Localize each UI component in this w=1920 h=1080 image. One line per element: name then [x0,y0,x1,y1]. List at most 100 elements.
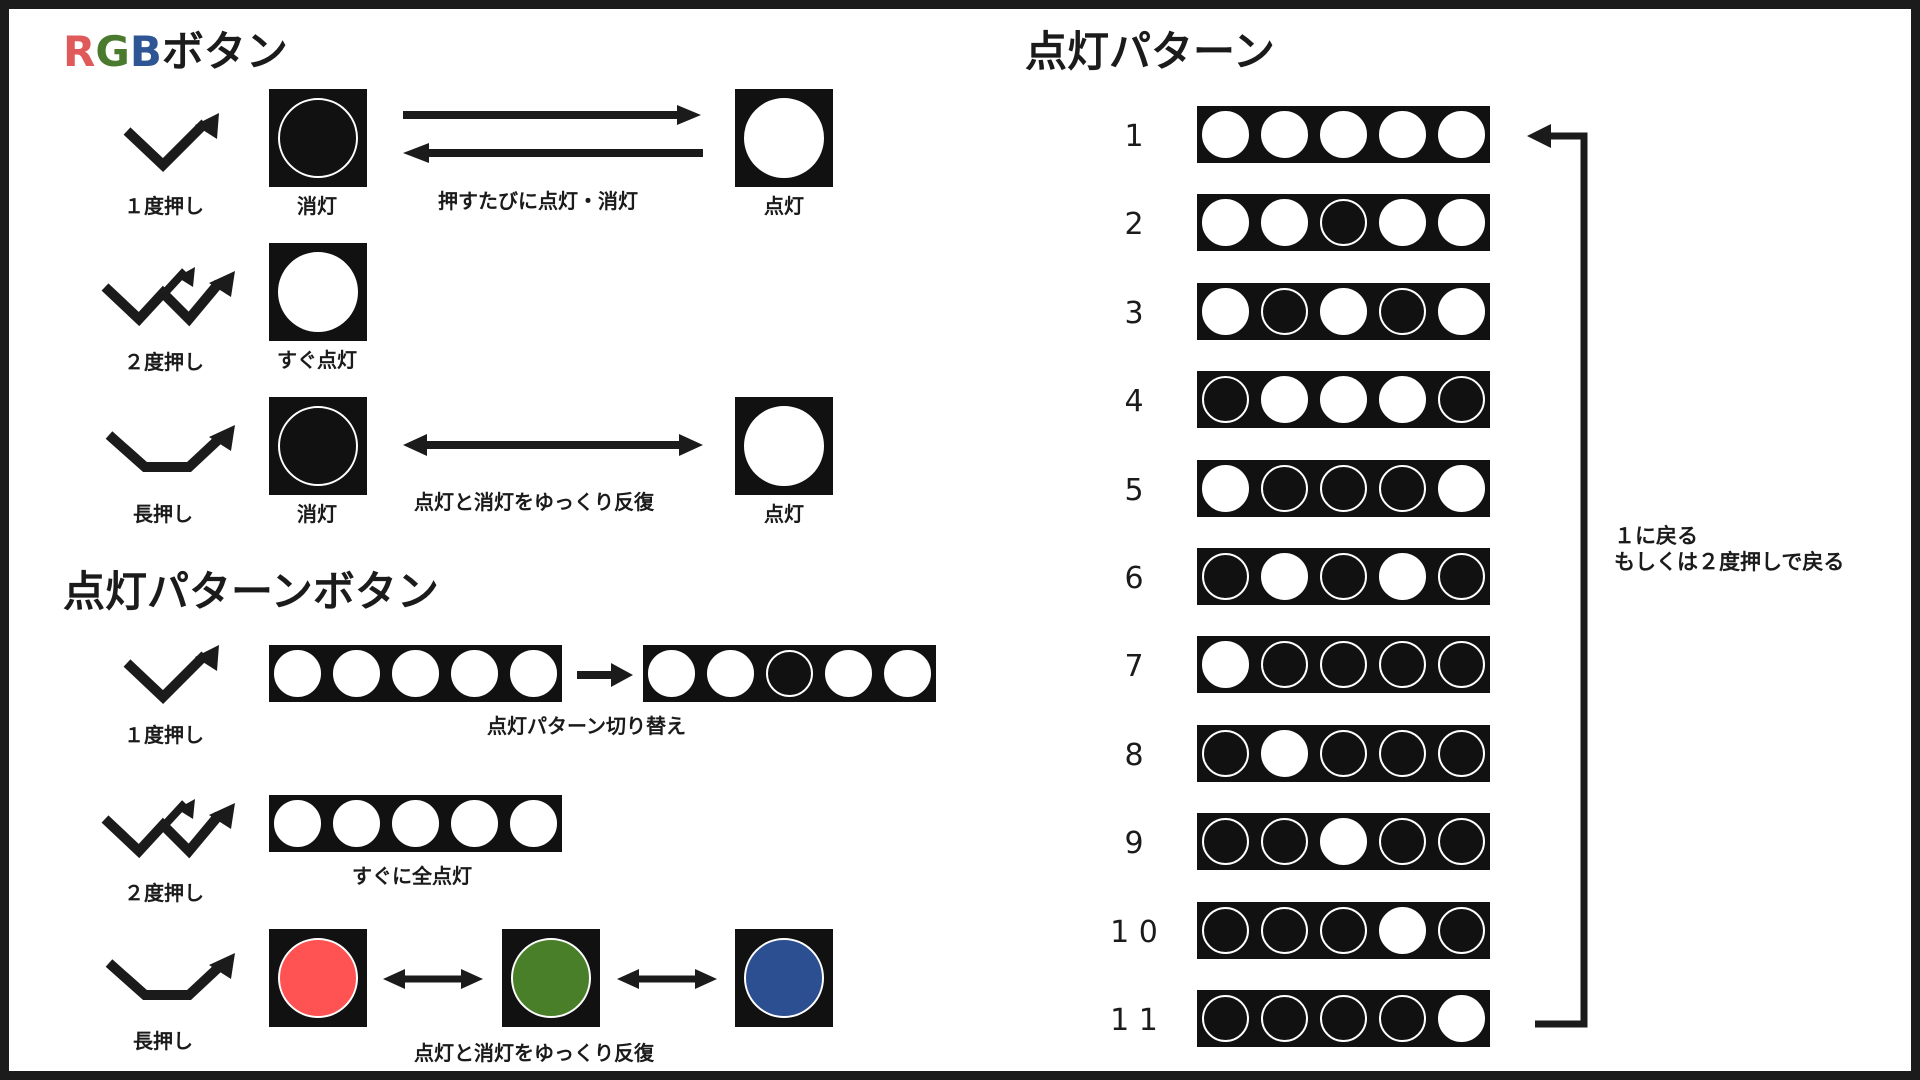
led-cell [1374,724,1431,782]
led-off [1202,995,1249,1042]
gesture-label: 長押し [133,502,193,526]
lamp-blue [744,938,824,1018]
led-on [333,650,380,697]
led-cell [761,645,818,702]
right-arrow-icon [577,663,633,687]
led-on [392,800,439,847]
led-cell [505,795,562,852]
led-on [1320,376,1367,424]
led-cell [1315,282,1372,340]
led-cell [1433,194,1490,252]
led-cell [1433,371,1490,429]
pattern-number: 1 1 [1110,1003,1158,1038]
led-on [707,650,754,697]
led-on [1320,111,1367,158]
pattern-button-section-title: 点灯パターンボタン [63,567,439,616]
led-cell [1315,106,1372,163]
led-off [1320,199,1367,247]
title-letter-g: G [95,27,130,76]
led-cell [1197,459,1254,517]
led-cell [1315,371,1372,429]
led-on [1379,199,1426,247]
lamp-on [744,406,824,486]
led-cell [1197,282,1254,340]
led-cell [1374,106,1431,163]
led-off [1202,729,1249,777]
lamp-on [278,252,358,332]
gesture-label: １度押し [124,194,204,218]
led-cell [1374,194,1431,252]
led-off [1202,376,1249,424]
led-cell [1374,371,1431,429]
led-on [1379,376,1426,424]
led-off [1438,906,1485,954]
led-on [1379,553,1426,600]
led-cell [1197,901,1254,959]
color-button-red [269,929,367,1027]
led-cell [1256,106,1313,163]
led-cell [1256,194,1313,252]
led-cell [1374,990,1431,1047]
led-on [1202,111,1249,158]
rgb-button-off [269,89,367,187]
led-on [648,650,695,697]
pattern-number: 6 [1124,561,1144,596]
state-label: 点灯 [764,194,804,218]
led-on [1438,199,1485,247]
loop-back-arrow-icon [1527,124,1588,1028]
pattern-number: 3 [1124,295,1144,331]
led-off [1438,818,1485,866]
led-cell [1315,901,1372,959]
rgb-button-on [735,397,833,495]
led-on [1379,111,1426,158]
led-cell [1374,548,1431,605]
title-letter-r: R [63,27,96,76]
double-press-icon [101,799,235,859]
pattern-number: 1 [1124,119,1144,154]
pattern-led-strip [1197,371,1490,429]
title-suffix: ボタン [161,27,288,76]
led-cell [1433,282,1490,340]
rgb-section-title: RGBボタン [63,31,288,73]
led-cell [1433,106,1490,163]
led-cell [1374,459,1431,517]
pattern-led-strip [1197,990,1490,1047]
pattern-number: 5 [1124,472,1144,508]
led-cell [702,645,759,702]
double-press-icon [101,267,235,327]
led-cell [1256,636,1313,694]
led-on [1261,111,1308,158]
gesture-label: 長押し [133,1029,193,1053]
led-cell [1315,990,1372,1047]
led-off [1320,995,1367,1042]
led-cell [1256,459,1313,517]
led-cell [269,645,326,702]
led-cell [1256,813,1313,871]
led-on [510,800,557,847]
led-off [1261,906,1308,954]
pattern-number: 1 0 [1110,914,1158,950]
led-on [1438,995,1485,1042]
led-off [1379,729,1426,777]
led-cell [1256,548,1313,605]
led-off [1320,906,1367,954]
led-off [1379,995,1426,1042]
led-strip-before [269,645,562,702]
led-off [1202,906,1249,954]
led-off [1379,287,1426,335]
caption: 点灯パターン切り替え [487,714,686,738]
state-label: 点灯 [764,502,804,526]
patterns-section-title: 点灯パターン [1025,27,1275,76]
led-cell [446,645,503,702]
led-on [1320,818,1367,866]
gesture-label: ２度押し [124,881,204,905]
led-off [1261,995,1308,1042]
led-cell [1315,813,1372,871]
led-off [1438,376,1485,424]
led-cell [820,645,877,702]
caption: すぐに全点灯 [352,864,472,888]
led-cell [1256,990,1313,1047]
led-cell [328,795,385,852]
led-cell [1374,636,1431,694]
led-on [1438,111,1485,158]
